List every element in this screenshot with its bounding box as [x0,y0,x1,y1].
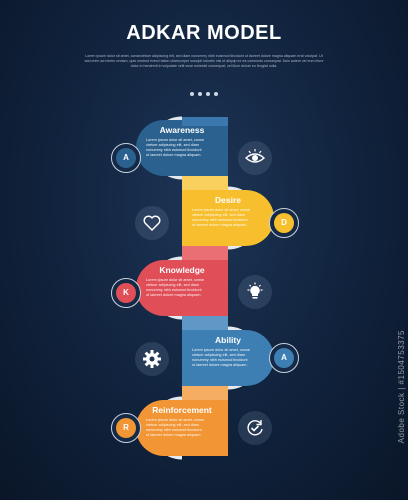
letter-badge-awareness: A [111,143,141,173]
letter-badge-ability: A [269,343,299,373]
gear-icon [135,342,169,376]
eye-icon [238,141,272,175]
step-card-knowledge: Knowledge Lorem ipsum dolor sit amet, co… [136,260,228,316]
page-title: ADKAR MODEL [126,22,282,44]
letter-badge-desire: D [269,208,299,238]
dot [206,92,210,96]
intro-text: Lorem ipsum dolor sit amet, consectetuer… [84,54,324,68]
dot [214,92,218,96]
refresh-check-icon [238,411,272,445]
dot [190,92,194,96]
step-card-reinforcement: Reinforcement Lorem ipsum dolor sit amet… [136,400,228,456]
step-card-desire: Desire Lorem ipsum dolor sit amet, conse… [182,190,274,246]
step-title: Awareness [159,125,205,135]
letter-badge-knowledge: K [111,278,141,308]
lightbulb-icon [238,275,272,309]
step-card-ability: Ability Lorem ipsum dolor sit amet, cons… [182,330,274,386]
step-title: Desire [215,195,241,205]
heart-icon [135,206,169,240]
step-card-awareness: Awareness Lorem ipsum dolor sit amet, co… [136,120,228,176]
card-top-accent [182,117,228,126]
card-fold [182,246,228,260]
dot [198,92,202,96]
card-fold [182,176,228,190]
step-title: Knowledge [159,265,205,275]
stock-watermark: Adobe Stock | #1504753375 [397,330,406,444]
card-fold [182,316,228,330]
step-title: Reinforcement [152,405,212,415]
letter-badge-reinforcement: R [111,413,141,443]
card-fold [182,386,228,400]
step-title: Ability [215,335,241,345]
pagination-dots [0,83,408,101]
